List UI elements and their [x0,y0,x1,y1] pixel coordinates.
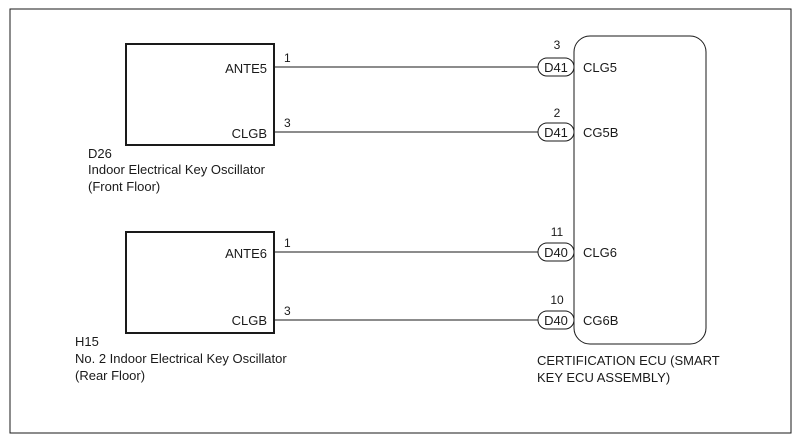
front-osc-signal-ante5: ANTE5 [225,61,267,76]
connector-d40-b-label: D40 [544,313,568,328]
ecu-signal-clg5: CLG5 [583,60,617,75]
connector-d40-a [537,242,575,262]
ecu-box [573,35,707,345]
rear-osc-code: H15 [75,334,99,349]
ecu-pin-3: 3 [554,38,561,52]
rear-osc-signal-clgb: CLGB [232,313,267,328]
connector-d41-b-label: D41 [544,125,568,140]
connector-d41-a-label: D41 [544,60,568,75]
connector-d41-a [537,57,575,77]
rear-osc-name: No. 2 Indoor Electrical Key Oscillator [75,351,287,366]
connector-d40-b [537,310,575,330]
rear-osc-location: (Rear Floor) [75,368,145,383]
front-osc-name: Indoor Electrical Key Oscillator [88,162,266,177]
ecu-name-line2: KEY ECU ASSEMBLY) [537,370,670,385]
rear-oscillator-box [125,231,275,334]
diagram-frame [9,8,792,434]
ecu-pin-2: 2 [554,106,561,120]
front-oscillator-box [125,43,275,146]
ecu-name-line1: CERTIFICATION ECU (SMART [537,353,720,368]
front-osc-pin-1: 1 [284,51,291,65]
ecu-signal-cg5b: CG5B [583,125,618,140]
ecu-signal-cg6b: CG6B [583,313,618,328]
front-osc-location: (Front Floor) [88,179,160,194]
connector-d40-a-label: D40 [544,245,568,260]
ecu-signal-clg6: CLG6 [583,245,617,260]
ecu-pin-11: 11 [551,225,564,239]
connector-d41-b [537,122,575,142]
rear-osc-pin-1: 1 [284,236,291,250]
front-osc-pin-3: 3 [284,116,291,130]
front-osc-signal-clgb: CLGB [232,126,267,141]
rear-osc-signal-ante6: ANTE6 [225,246,267,261]
ecu-pin-10: 10 [550,293,564,307]
front-osc-code: D26 [88,146,112,161]
rear-osc-pin-3: 3 [284,304,291,318]
